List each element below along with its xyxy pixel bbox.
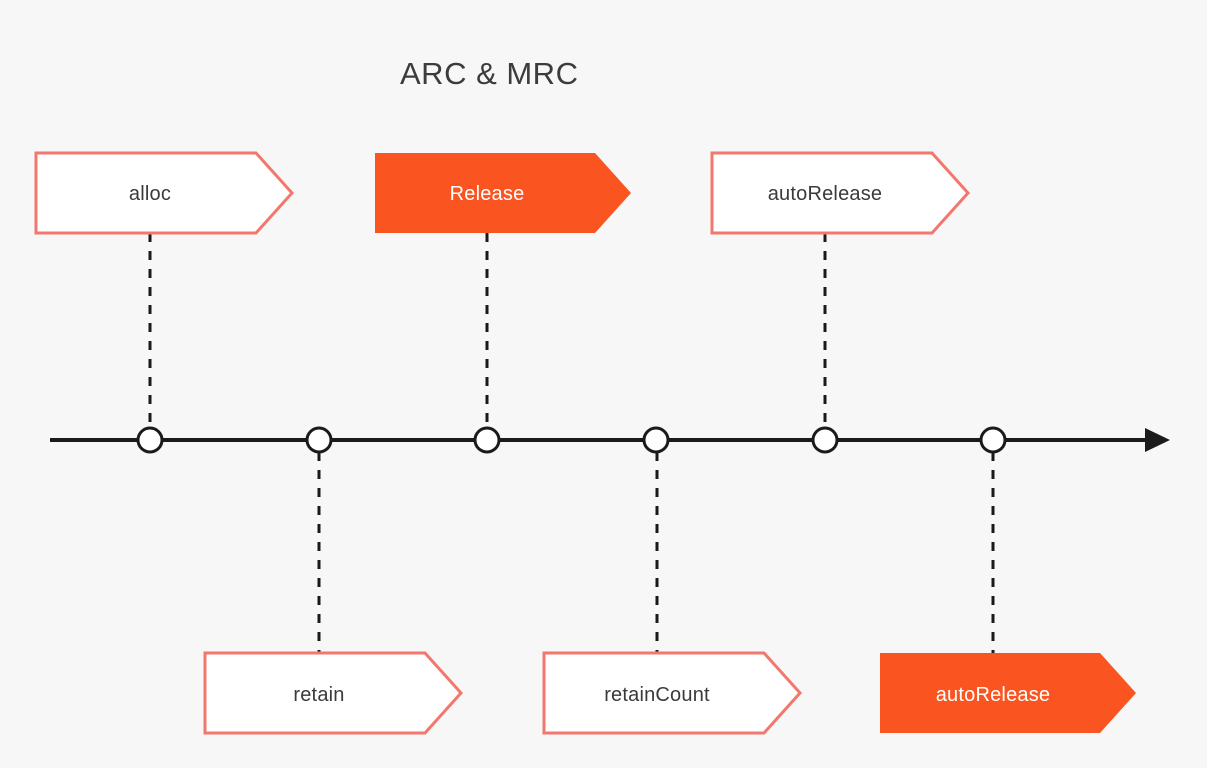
banner-release-label: Release (450, 183, 525, 205)
timeline-node-node-6[interactable] (979, 426, 1007, 454)
banner-retain[interactable]: retain (203, 651, 464, 735)
timeline-node-node-5[interactable] (811, 426, 839, 454)
arrow-right-icon (1145, 428, 1170, 452)
banner-alloc-label: alloc (129, 183, 171, 205)
banner-autorelease-top-label: autoRelease (768, 183, 883, 205)
banner-alloc-shape[interactable] (34, 151, 295, 235)
banner-autorelease-top-shape[interactable] (710, 151, 971, 235)
banner-retain-label: retain (293, 684, 344, 706)
timeline-node-node-3[interactable] (473, 426, 501, 454)
banner-retain-shape[interactable] (203, 651, 464, 735)
timeline-node-node-1[interactable] (136, 426, 164, 454)
banner-autorelease-bottom-shape[interactable] (880, 653, 1136, 733)
banner-retaincount-shape[interactable] (542, 651, 803, 735)
banner-release[interactable]: Release (375, 153, 631, 233)
banner-alloc[interactable]: alloc (34, 151, 295, 235)
page-title: ARC & MRC (400, 56, 578, 91)
banner-release-shape[interactable] (375, 153, 631, 233)
timeline-node-group (136, 426, 1007, 454)
connector-group (148, 233, 995, 653)
banner-autorelease-bottom[interactable]: autoRelease (880, 653, 1136, 733)
timeline-node-node-4[interactable] (642, 426, 670, 454)
banner-autorelease-bottom-label: autoRelease (936, 684, 1051, 706)
banner-group: alloc Release autoRelease retain retainCount… (34, 151, 1136, 735)
timeline-node-node-2[interactable] (305, 426, 333, 454)
banner-retaincount-label: retainCount (604, 684, 710, 706)
banner-retaincount[interactable]: retainCount (542, 651, 803, 735)
banner-autorelease-top[interactable]: autoRelease (710, 151, 971, 235)
timeline-axis (50, 428, 1170, 452)
